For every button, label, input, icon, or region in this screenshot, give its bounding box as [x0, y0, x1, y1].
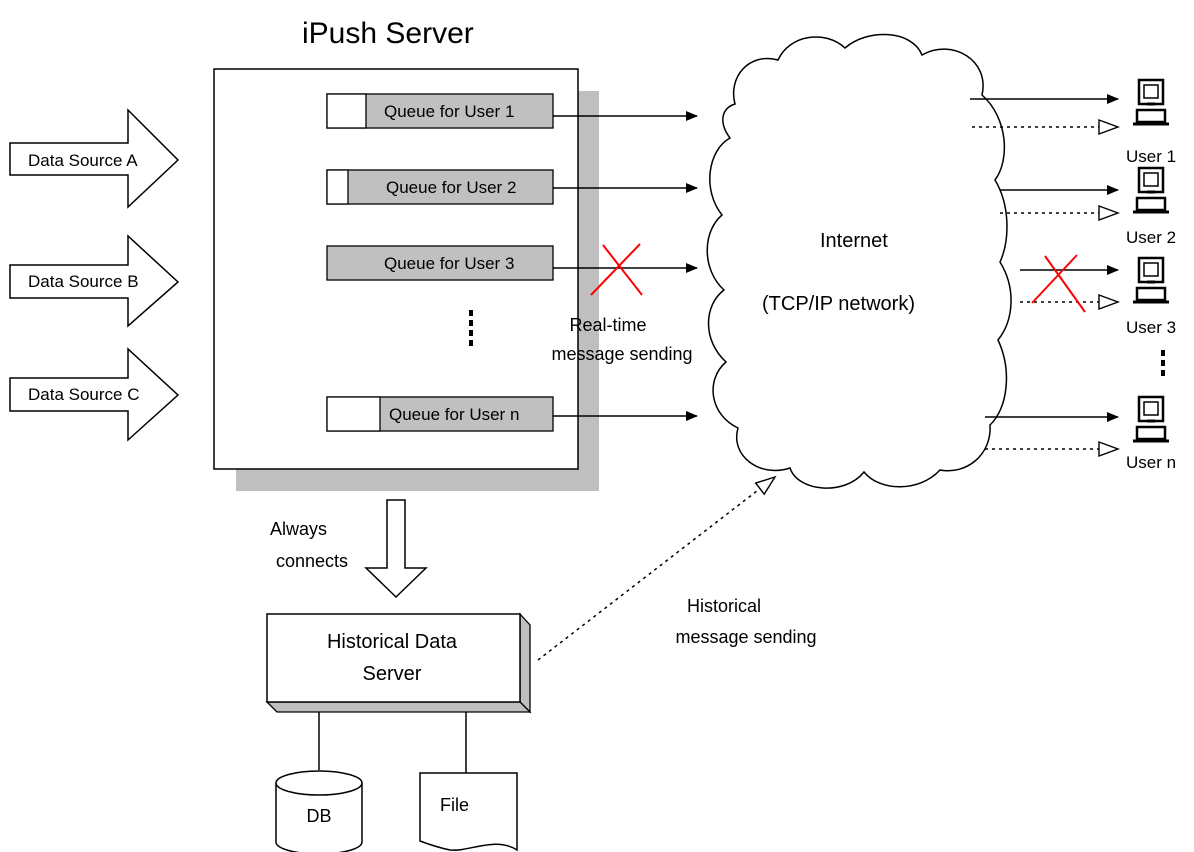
queue-user-2: Queue for User 2: [326, 169, 554, 205]
server-title: iPush Server: [302, 17, 474, 50]
historical-server-label-line2: Server: [363, 663, 422, 685]
queue-user-3: Queue for User 3: [326, 245, 554, 281]
queue-ellipsis: [469, 310, 473, 346]
queue-user-2-label: Queue for User 2: [386, 178, 516, 197]
data-source-a: Data Source A: [9, 108, 180, 209]
database-label: DB: [306, 806, 331, 826]
data-source-a-arrow: [9, 108, 180, 209]
historical-sending-label-line1: Historical: [687, 596, 761, 616]
historical-data-server: Historical Data Server: [265, 612, 532, 714]
failure-mark-user-side: [1031, 254, 1086, 313]
computer-icon-user-2: [1133, 166, 1169, 214]
internet-cloud: [706, 33, 1012, 489]
data-source-b-arrow: [9, 234, 180, 328]
user-1-label: User 1: [1126, 147, 1176, 166]
queue-user-1-label: Queue for User 1: [384, 102, 514, 121]
computer-icon-user-1: [1133, 78, 1169, 126]
failure-mark-server-side: [590, 243, 643, 296]
database-icon: DB: [275, 770, 363, 852]
realtime-label-line1: Real-time: [569, 315, 646, 335]
user-3-label: User 3: [1126, 318, 1176, 337]
data-source-c-arrow: [9, 347, 180, 442]
always-connects-arrow: [364, 499, 428, 599]
always-connects-label-line1: Always: [270, 519, 327, 539]
user-n-label: User n: [1126, 453, 1176, 472]
user-ellipsis: [1161, 350, 1165, 376]
internet-network-label: (TCP/IP network): [762, 293, 915, 315]
queue-user-n: Queue for User n: [326, 396, 554, 432]
queue-user-3-label: Queue for User 3: [384, 254, 514, 273]
data-source-b-label: Data Source B: [28, 272, 139, 291]
queue-user-1: Queue for User 1: [326, 93, 554, 129]
data-source-c: Data Source C: [9, 347, 180, 442]
data-source-b: Data Source B: [9, 234, 180, 328]
data-source-c-label: Data Source C: [28, 385, 140, 404]
data-source-a-label: Data Source A: [28, 151, 138, 170]
queue-user-n-label: Queue for User n: [389, 405, 519, 424]
computer-icon-user-n: [1133, 395, 1169, 443]
user-2-label: User 2: [1126, 228, 1176, 247]
internet-label: Internet: [820, 230, 888, 252]
always-connects-label-line2: connects: [276, 551, 348, 571]
historical-sending-arrow: [537, 477, 775, 661]
historical-sending-label-line2: message sending: [675, 627, 816, 647]
computer-icon-user-3: [1133, 256, 1169, 304]
historical-server-label-line1: Historical Data: [327, 631, 458, 653]
realtime-label-line2: message sending: [551, 344, 692, 364]
file-icon: File: [419, 772, 518, 852]
file-label: File: [440, 795, 469, 815]
